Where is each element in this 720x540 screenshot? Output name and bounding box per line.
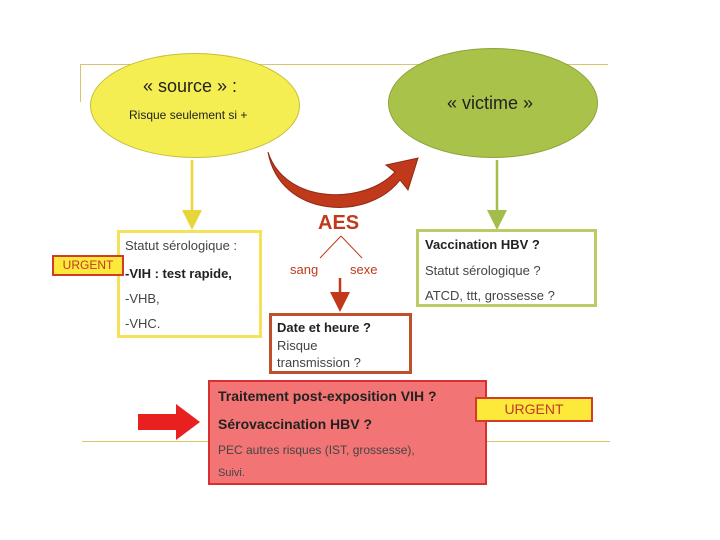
red-pointer-arrow xyxy=(138,404,200,440)
serology-line: -VIH : test rapide, xyxy=(125,266,232,281)
victim-info-line: ATCD, ttt, grossesse ? xyxy=(425,288,555,303)
aes-title: AES xyxy=(318,212,360,234)
source-title: « source » : xyxy=(143,76,238,96)
victim-info-line: Statut sérologique ? xyxy=(425,263,541,278)
victim-ellipse: « victime » xyxy=(388,48,598,158)
treatment-line: Suivi. xyxy=(218,467,245,479)
source-subtitle: Risque seulement si + xyxy=(129,108,248,122)
aes-branch-left-label: sang xyxy=(290,262,319,277)
serology-line: -VHC. xyxy=(125,316,161,331)
curved-transmission-arrow xyxy=(267,151,419,208)
date-line: Risque xyxy=(277,338,318,353)
victim-info-box: Vaccination HBV ? Statut sérologique ? A… xyxy=(416,229,597,307)
treatment-line: Sérovaccination HBV ? xyxy=(218,416,373,432)
serology-box: Statut sérologique : -VIH : test rapide,… xyxy=(117,230,262,338)
victim-title: « victime » xyxy=(447,93,534,113)
serology-line: Statut sérologique : xyxy=(125,238,238,253)
urgent-badge-left: URGENT xyxy=(52,255,124,276)
treatment-line: Traitement post-exposition VIH ? xyxy=(218,388,437,404)
date-box: Date et heure ? Risque transmission ? xyxy=(269,313,412,374)
aes-branch-right-label: sexe xyxy=(350,262,378,277)
top-rule xyxy=(80,64,608,65)
aes-branch-left xyxy=(319,235,342,259)
aes-branch-right xyxy=(340,235,363,259)
left-rule xyxy=(80,64,81,102)
treatment-box: Traitement post-exposition VIH ? Sérovac… xyxy=(208,380,487,485)
serology-line: -VHB, xyxy=(125,291,160,306)
treatment-line: PEC autres risques (IST, grossesse), xyxy=(218,443,415,457)
date-line: transmission ? xyxy=(277,355,361,370)
urgent-badge-right: URGENT xyxy=(475,397,593,422)
source-ellipse: « source » : Risque seulement si + xyxy=(90,53,300,158)
date-line: Date et heure ? xyxy=(277,320,371,335)
victim-info-line: Vaccination HBV ? xyxy=(425,237,540,252)
